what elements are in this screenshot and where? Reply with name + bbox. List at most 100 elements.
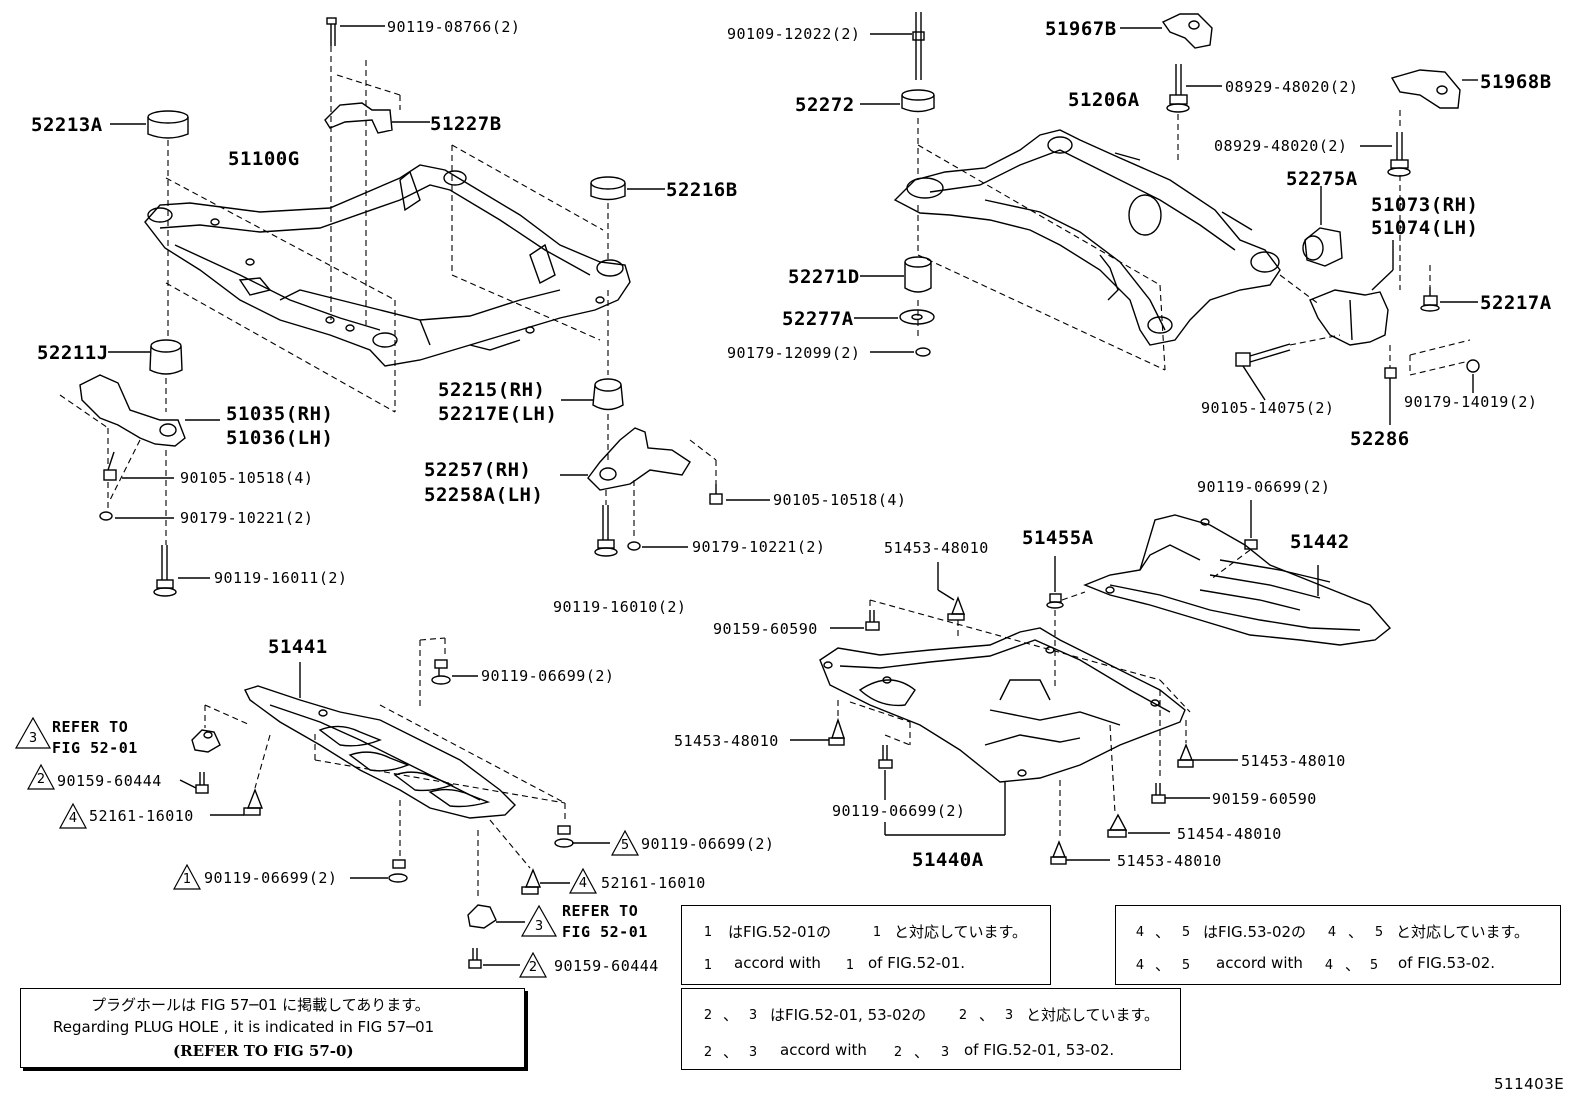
part-label-90119-06699-e[interactable]: 90119-06699(2) (204, 869, 338, 887)
part-label-90119-08766[interactable]: 90119-08766(2) (387, 18, 521, 36)
part-label-52275a[interactable]: 52275A (1286, 168, 1358, 190)
part-label-52258a-lh[interactable]: 52258A(LH) (424, 484, 544, 506)
part-label-51036-lh[interactable]: 51036(LH) (226, 427, 334, 449)
nut-90179-10221-right (627, 541, 641, 551)
part-label-08929-48020-b[interactable]: 08929-48020(2) (1214, 137, 1348, 155)
part-label-08929-48020-a[interactable]: 08929-48020(2) (1225, 78, 1359, 96)
note23-tri-3-c-label: 3 (748, 1045, 758, 1060)
note45-jp-c: 、 (1348, 923, 1364, 941)
note1-tri-1-a-label: 1 (703, 925, 713, 940)
part-label-90105-14075[interactable]: 90105-14075(2) (1201, 399, 1335, 417)
bracket-52257 (587, 427, 691, 491)
cushion-52272 (901, 89, 935, 113)
front-crossmember-51100g (144, 164, 631, 367)
note45-jp-b: はFIG.53-02の (1203, 923, 1307, 941)
part-label-52257-rh[interactable]: 52257(RH) (424, 459, 532, 481)
part-label-51967b[interactable]: 51967B (1045, 18, 1117, 40)
part-label-51206a[interactable]: 51206A (1068, 89, 1140, 111)
part-label-52215-rh[interactable]: 52215(RH) (438, 379, 546, 401)
part-label-refer-to-b[interactable]: REFER TO (562, 902, 639, 920)
part-label-51227b[interactable]: 51227B (430, 113, 502, 135)
part-label-51455a[interactable]: 51455A (1022, 527, 1094, 549)
bolt-08929-48020-right (1387, 132, 1411, 177)
nut-90179-12099 (915, 347, 931, 357)
part-label-90119-06699-a[interactable]: 90119-06699(2) (1197, 478, 1331, 496)
part-label-refer-to-a[interactable]: REFER TO (52, 718, 129, 736)
part-label-fig-52-01-b[interactable]: FIG 52-01 (562, 923, 648, 941)
note23-jp-d: と対応しています。 (1026, 1006, 1160, 1024)
part-label-51453-48010-a[interactable]: 51453-48010 (884, 539, 989, 557)
note23-tri-2-b-label: 2 (958, 1008, 968, 1023)
note-triangle-4-5: 4 、 5 はFIG.53-02の 4 、 5 と対応しています。 4 、 5 … (1115, 905, 1561, 985)
bolt-90105-10518-left (103, 451, 117, 481)
part-label-51453-48010-c[interactable]: 51453-48010 (1241, 752, 1346, 770)
part-label-90119-06699-d[interactable]: 90119-06699(2) (641, 835, 775, 853)
part-label-90119-06699-b[interactable]: 90119-06699(2) (481, 667, 615, 685)
part-label-90159-60590-a[interactable]: 90159-60590 (713, 620, 818, 638)
part-label-51440a[interactable]: 51440A (912, 849, 984, 871)
rear-crossmember-51206a (893, 129, 1281, 346)
note23-en-a: accord with (780, 1041, 867, 1059)
part-label-52277a[interactable]: 52277A (782, 308, 854, 330)
note45-tri-4-d-label: 4 (1324, 958, 1334, 973)
part-label-90179-10221-a[interactable]: 90179-10221(2) (180, 509, 314, 527)
part-label-51442[interactable]: 51442 (1290, 531, 1350, 553)
part-label-51441[interactable]: 51441 (268, 636, 328, 658)
note1-tri-1-d-label: 1 (845, 958, 855, 973)
part-label-52216b[interactable]: 52216B (666, 179, 738, 201)
part-label-90105-10518-a[interactable]: 90105-10518(4) (180, 469, 314, 487)
bolt-52286 (1384, 367, 1397, 379)
note45-sep-c: 、 (1155, 956, 1171, 974)
bolt-08929-48020-top (1166, 64, 1190, 113)
note23-tri-2-a-label: 2 (703, 1008, 713, 1023)
plug-hole-note-en: Regarding PLUG HOLE , it is indicated in… (53, 1018, 435, 1036)
note1-en-a: accord with (734, 954, 821, 972)
part-label-52211j[interactable]: 52211J (37, 342, 109, 364)
part-label-52272[interactable]: 52272 (795, 94, 855, 116)
note23-en-b: of FIG.52-01, 53-02. (964, 1041, 1115, 1059)
part-label-90109-12022[interactable]: 90109-12022(2) (727, 25, 861, 43)
part-label-90159-60444-b[interactable]: 90159-60444 (554, 957, 659, 975)
part-label-52213a[interactable]: 52213A (31, 114, 103, 136)
part-label-90119-06699-c[interactable]: 90119-06699(2) (832, 802, 966, 820)
part-label-90179-14019[interactable]: 90179-14019(2) (1404, 393, 1538, 411)
part-label-51100g[interactable]: 51100G (228, 148, 300, 170)
part-label-52161-16010-a[interactable]: 52161-16010 (89, 807, 194, 825)
part-label-52217a[interactable]: 52217A (1480, 292, 1552, 314)
note1-tri-1-b-label: 1 (872, 925, 882, 940)
note-triangle-1: 1 はFIG.52-01の 1 と対応しています。 1 accord with … (681, 905, 1051, 985)
part-label-52161-16010-b[interactable]: 52161-16010 (601, 874, 706, 892)
clip-51454 (1107, 813, 1128, 838)
note1-jp-a: はFIG.52-01の (728, 923, 832, 941)
part-label-52286[interactable]: 52286 (1350, 428, 1410, 450)
note1-jp-b: と対応しています。 (894, 923, 1028, 941)
part-label-52217e-lh[interactable]: 52217E(LH) (438, 403, 558, 425)
part-label-51454-48010[interactable]: 51454-48010 (1177, 825, 1282, 843)
part-label-51074-lh[interactable]: 51074(LH) (1371, 217, 1479, 239)
part-label-51453-48010-d[interactable]: 51453-48010 (1117, 852, 1222, 870)
bracket-51967b (1161, 13, 1213, 49)
bracket-51968b (1390, 69, 1461, 109)
part-label-90105-10518-b[interactable]: 90105-10518(4) (773, 491, 907, 509)
part-label-51453-48010-b[interactable]: 51453-48010 (674, 732, 779, 750)
part-label-90179-10221-b[interactable]: 90179-10221(2) (692, 538, 826, 556)
part-label-90179-12099[interactable]: 90179-12099(2) (727, 344, 861, 362)
note45-sep-d: 、 (1345, 956, 1361, 974)
tri-2-b-label: 2 (528, 960, 538, 975)
tri-5-a (610, 829, 640, 856)
cushion-52271d (904, 256, 932, 293)
part-label-90159-60590-b[interactable]: 90159-60590 (1212, 790, 1317, 808)
part-label-fig-52-01-a[interactable]: FIG 52-01 (52, 739, 138, 757)
part-label-90119-16010[interactable]: 90119-16010(2) (553, 598, 687, 616)
part-label-51035-rh[interactable]: 51035(RH) (226, 403, 334, 425)
tri-2-b (518, 951, 548, 978)
bolt-90159-60590-a (865, 610, 880, 631)
part-label-51073-rh[interactable]: 51073(RH) (1371, 194, 1479, 216)
stud-90109-12022 (912, 12, 925, 80)
part-label-90159-60444-a[interactable]: 90159-60444 (57, 772, 162, 790)
part-label-52271d[interactable]: 52271D (788, 266, 860, 288)
part-label-51968b[interactable]: 51968B (1480, 71, 1552, 93)
plug-hole-note-ref: (REFER TO FIG 57-0) (173, 1042, 354, 1060)
part-label-90119-16011[interactable]: 90119-16011(2) (214, 569, 348, 587)
tri-1-a-label: 1 (182, 872, 192, 887)
